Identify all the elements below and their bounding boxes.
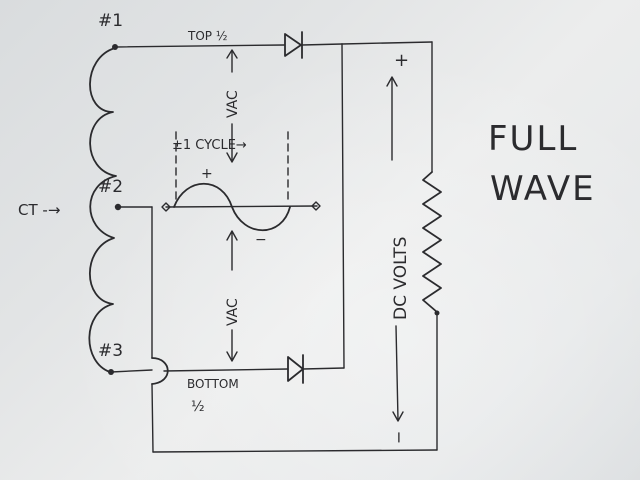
transformer-coil	[88, 47, 117, 373]
output-minus-label: −	[389, 431, 408, 444]
wave-minus-label: −	[255, 232, 267, 248]
output-minus-dot	[434, 310, 440, 316]
one-cycle-label: ±1 CYCLE→	[172, 138, 247, 153]
tap-1-label: #1	[98, 11, 123, 31]
load-resistor	[422, 171, 442, 313]
ac-waveform	[161, 131, 321, 231]
wave-plus-label: +	[201, 166, 213, 182]
title-line-1: FULL	[488, 119, 578, 159]
bottom-half-label: ½	[191, 399, 205, 415]
vac-top-label: VAC	[225, 90, 241, 118]
tap-3-label: #3	[98, 341, 123, 361]
top-diode	[284, 31, 303, 59]
top-wire	[114, 41, 433, 173]
cathode-bus-wire	[341, 43, 345, 369]
dc-volts-label: DC VOLTS	[391, 237, 411, 320]
vac-bottom-arrow	[226, 230, 238, 362]
vac-bottom-label: VAC	[225, 298, 241, 326]
dc-volts-arrow	[386, 76, 404, 422]
center-tap-label: CT -→	[18, 201, 60, 219]
output-plus-label: +	[394, 50, 409, 71]
center-tap-return-wire	[117, 206, 438, 453]
vac-top-arrow	[226, 49, 238, 163]
title-line-2: WAVE	[490, 169, 596, 209]
top-half-label: TOP ½	[187, 29, 227, 43]
bottom-diode	[287, 354, 304, 384]
tap-2-label: #2	[98, 177, 123, 197]
bottom-wire	[110, 357, 345, 385]
bottom-label: BOTTOM	[187, 377, 239, 391]
